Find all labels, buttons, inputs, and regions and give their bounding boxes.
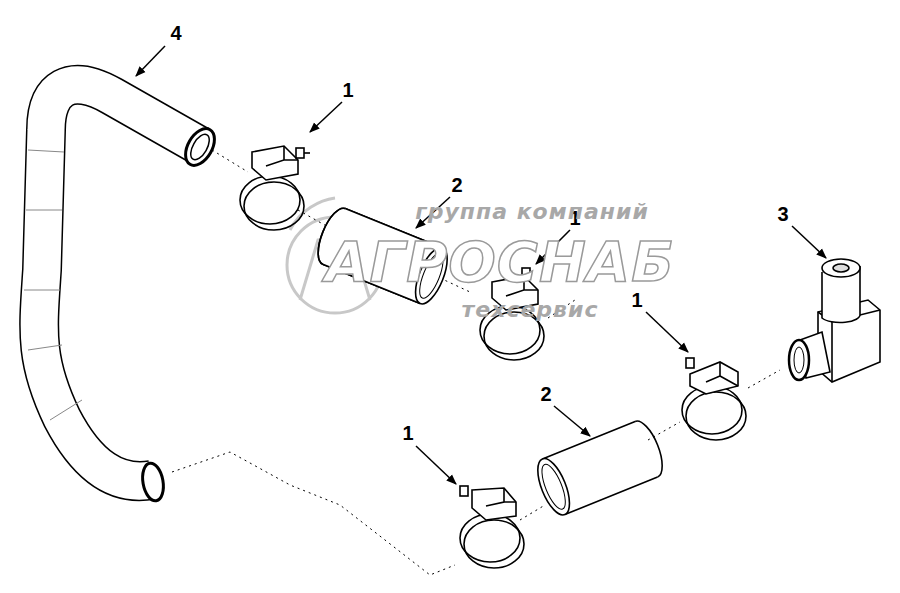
callout-number: 2	[540, 384, 551, 404]
hose-clamp	[240, 146, 746, 568]
callout-number: 3	[777, 204, 788, 224]
watermark: техсервис	[462, 299, 599, 321]
leader-arrow	[136, 46, 826, 484]
assembly-guide	[172, 150, 780, 575]
callout-number: 1	[342, 80, 353, 100]
watermark: АГРОСНАБ	[325, 234, 675, 290]
elbow-fitting	[789, 259, 880, 382]
callout-number: 1	[402, 423, 413, 443]
callout-number: 1	[631, 290, 642, 310]
callout-number: 2	[451, 175, 462, 195]
hose	[24, 85, 220, 503]
watermark: группа компаний	[415, 201, 649, 223]
callout-number: 4	[170, 23, 181, 43]
